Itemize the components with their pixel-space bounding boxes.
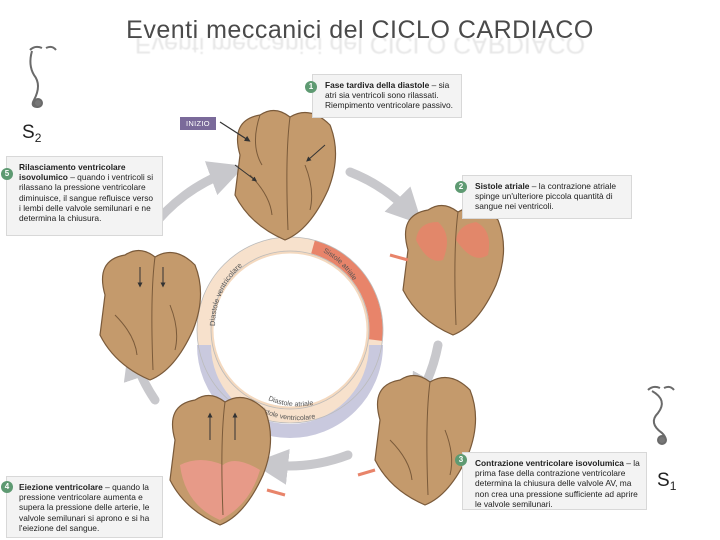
- stethoscope-icon: [647, 385, 675, 445]
- phase-2-box: Sistole atriale – la contrazione atriale…: [462, 175, 632, 219]
- heart-2: [389, 204, 505, 336]
- cycle-ring: Diastole ventricolare Sistole atriale Di…: [196, 236, 384, 438]
- sound-s1: S1: [657, 470, 677, 493]
- heart-3: [357, 374, 477, 506]
- phase-5-badge: 5: [1, 168, 13, 180]
- phase-1-badge: 1: [305, 81, 317, 93]
- phase-3-box: Contrazione ventricolare isovolumica – l…: [462, 452, 647, 510]
- start-arrow: [219, 121, 251, 142]
- page-title: Eventi meccanici del CICLO CARDIACO: [126, 16, 594, 44]
- phase-4-badge: 4: [1, 481, 13, 493]
- heart-4: [169, 394, 286, 526]
- phase-1-box: Fase tardiva della diastole – sia atri s…: [312, 74, 462, 118]
- heart-5: [99, 249, 202, 381]
- sound-s2: S2: [22, 122, 42, 145]
- phase-3-badge: 3: [455, 454, 467, 466]
- start-label: INIZIO: [180, 117, 216, 130]
- stethoscope-icon: [29, 45, 57, 108]
- phase-4-box: Eiezione ventricolare – quando la pressi…: [6, 476, 163, 538]
- phase-2-badge: 2: [455, 181, 467, 193]
- heart-1: [234, 109, 337, 241]
- phase-5-box: Rilasciamento ventricolare isovolumico –…: [6, 156, 163, 236]
